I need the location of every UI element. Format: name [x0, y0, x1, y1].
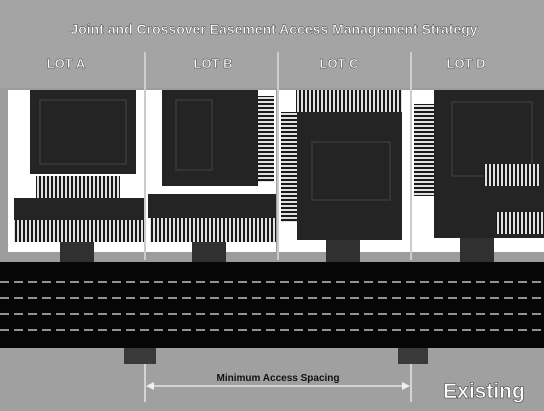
lot-b: [146, 90, 276, 264]
lot-b-parking-right: [258, 96, 274, 182]
lot-b-lot-surface: [148, 194, 276, 218]
arrowhead-right: [402, 382, 410, 390]
lot-a-building-outline: [39, 99, 127, 165]
access-point-left: [124, 348, 156, 364]
lot-b-parking-lower: [150, 218, 276, 242]
existing-label: Existing: [443, 380, 525, 403]
lot-c-parking-left: [281, 112, 297, 222]
lot-b-label: LOT B: [194, 56, 233, 71]
lot-c: [279, 90, 410, 264]
lot-b-driveway: [192, 242, 226, 264]
lot-c-building: [297, 112, 402, 240]
lot-a-building: [30, 90, 136, 174]
lot-d-label: LOT D: [447, 56, 486, 71]
lot-d-driveway: [460, 238, 494, 264]
lot-dividers: [144, 52, 412, 260]
arrowhead-left: [146, 382, 154, 390]
lot-d: [412, 90, 544, 264]
access-point-right: [398, 348, 428, 364]
lot-b-building-outline: [175, 99, 213, 171]
lot-a-driveway: [60, 242, 94, 264]
lot-a: [8, 90, 144, 264]
lot-c-label: LOT C: [320, 56, 360, 71]
lot-d-parking-lower: [496, 212, 544, 234]
lot-d-parking-mid: [484, 164, 540, 186]
diagram-title: Joint and Crossover Easement Access Mana…: [70, 21, 477, 37]
lot-a-label: LOT A: [47, 56, 86, 71]
roadway: [0, 262, 544, 348]
road-surface: [0, 262, 544, 348]
lot-c-parking-top: [296, 90, 402, 112]
lot-a-parking-upper: [36, 176, 120, 198]
header-band: [0, 0, 544, 88]
lot-d-parking-left: [414, 104, 434, 196]
lot-c-driveway: [326, 240, 360, 264]
lot-c-building-outline: [311, 141, 391, 201]
spacing-label: Minimum Access Spacing: [217, 373, 340, 384]
lot-a-lot-surface: [14, 198, 144, 220]
spacing-dimension: Minimum Access Spacing: [144, 364, 412, 402]
lot-a-parking-lower: [14, 220, 144, 242]
bottom-band: [0, 345, 544, 411]
